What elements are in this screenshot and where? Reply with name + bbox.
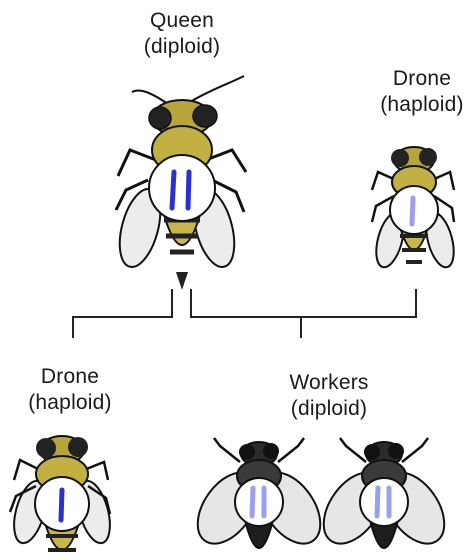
worker-bee-right xyxy=(311,438,456,555)
workers-name: Workers xyxy=(264,370,394,396)
drone-top-name: Drone xyxy=(368,66,476,92)
drone-top-label: Drone (haploid) xyxy=(368,66,476,118)
queen-to-workers-line xyxy=(191,289,301,338)
queen-ploidy: (diploid) xyxy=(122,34,242,60)
workers-label: Workers (diploid) xyxy=(264,370,394,422)
queen-to-drone-line xyxy=(73,289,172,338)
drone-bee-top xyxy=(371,147,459,270)
drone-bee-bottom xyxy=(8,436,116,550)
drone-to-workers-line xyxy=(301,289,416,317)
lineage-lines xyxy=(73,289,416,338)
worker-bee-left xyxy=(185,438,332,555)
drone-bottom-name: Drone xyxy=(12,364,128,390)
queen-label: Queen (diploid) xyxy=(122,8,242,60)
queen-bee xyxy=(112,76,246,290)
queen-name: Queen xyxy=(122,8,242,34)
drone-bottom-ploidy: (haploid) xyxy=(12,390,128,416)
workers-ploidy: (diploid) xyxy=(264,396,394,422)
drone-top-ploidy: (haploid) xyxy=(368,92,476,118)
drone-bottom-label: Drone (haploid) xyxy=(12,364,128,416)
